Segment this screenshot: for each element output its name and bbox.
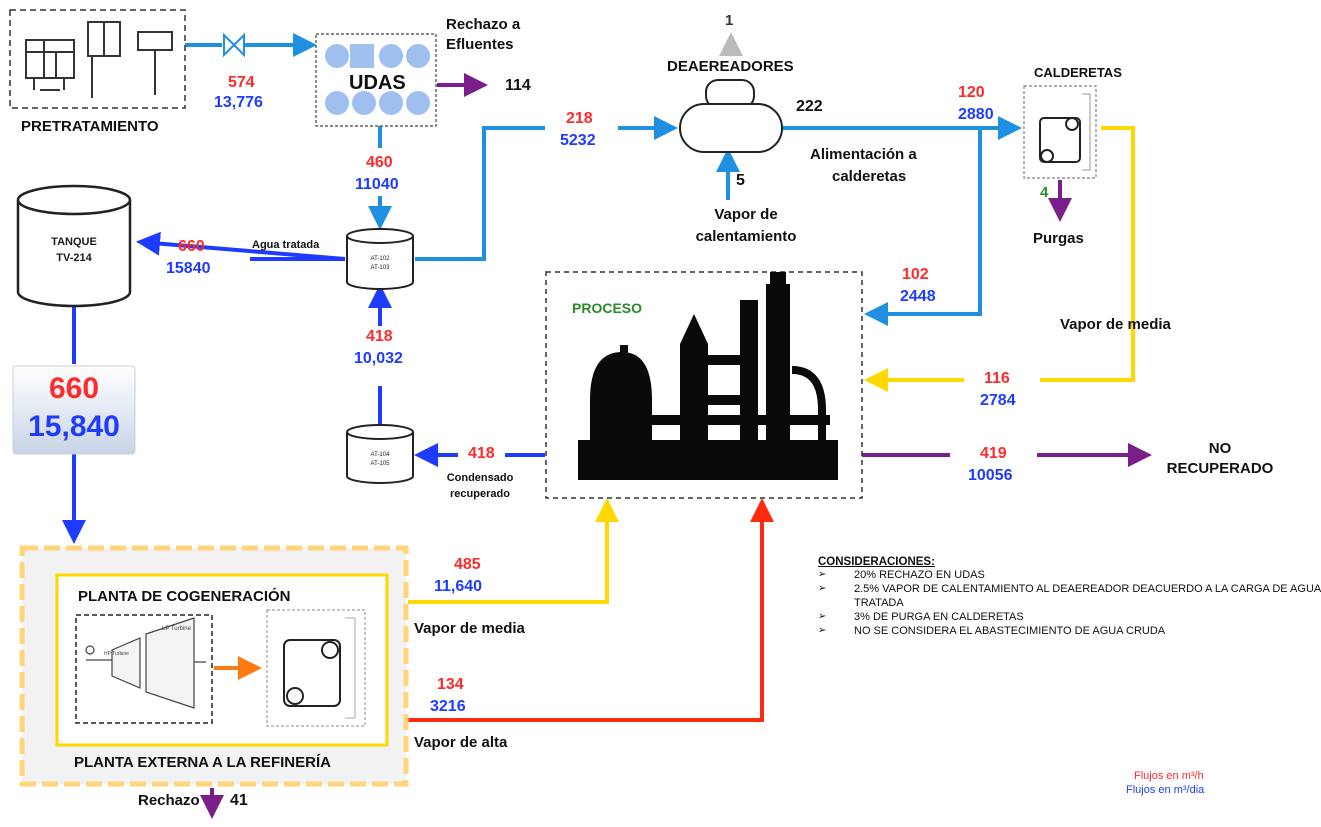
flow-vent: 1 bbox=[725, 12, 734, 29]
tank-at102-label: AT-102 bbox=[370, 256, 390, 262]
legend-hour: Flujos en m³/h bbox=[1134, 770, 1204, 782]
line-to-deaerador bbox=[415, 128, 674, 261]
flow-rechazo-cog: 41 bbox=[230, 792, 248, 809]
planta-externa-label: PLANTA EXTERNA A LA REFINERÍA bbox=[74, 754, 331, 771]
tanque-label-1: TANQUE bbox=[51, 236, 97, 248]
flow-to-calderetas-h: 120 bbox=[958, 84, 985, 101]
line-to-proceso bbox=[864, 128, 982, 326]
consideracion-item: NO SE CONSIDERA EL ABASTECIMIENTO DE AGU… bbox=[818, 624, 1321, 638]
udas-label: UDAS bbox=[349, 72, 406, 94]
refinery-icon bbox=[578, 272, 838, 480]
flow-condensado-h: 418 bbox=[468, 445, 495, 462]
condensado-label-2: recuperado bbox=[450, 488, 510, 500]
flow-to-deaerador-d: 5232 bbox=[560, 132, 596, 149]
flow-tank-out-h: 660 bbox=[48, 372, 100, 405]
line-cog-alta bbox=[408, 498, 774, 722]
no-recuperado-label-2: RECUPERADO bbox=[1166, 460, 1274, 477]
flow-purgas: 4 bbox=[1040, 184, 1049, 201]
line-vapor-media-return bbox=[868, 126, 1135, 380]
flow-tank-out-d: 15,840 bbox=[28, 410, 120, 443]
tank-at102-icon bbox=[346, 228, 414, 290]
vapor-media-top-label: Vapor de media bbox=[1060, 316, 1171, 333]
flow-cog-alta-d: 3216 bbox=[430, 698, 466, 715]
flow-udas-down-h: 460 bbox=[366, 154, 393, 171]
planta-cogeneracion-label: PLANTA DE COGENERACIÓN bbox=[78, 588, 291, 605]
tanque-icon bbox=[16, 184, 132, 308]
turbine-lp-label: LP Turbine bbox=[162, 626, 191, 632]
tank-at104-icon bbox=[346, 424, 414, 484]
flow-to-proceso-h: 102 bbox=[902, 266, 929, 283]
consideracion-item: 2.5% VAPOR DE CALENTAMIENTO AL DEAEREADO… bbox=[818, 582, 1321, 610]
proceso-label: PROCESO bbox=[572, 300, 643, 316]
flow-rechazo-efluentes: 114 bbox=[505, 77, 531, 94]
flow-cog-media-d: 11,640 bbox=[434, 578, 483, 595]
flow-to-tanque-d: 15840 bbox=[166, 260, 211, 277]
turbine-icon bbox=[85, 617, 206, 709]
calderetas-label: CALDERETAS bbox=[1034, 65, 1122, 80]
flow-udas-down-d: 11040 bbox=[355, 176, 399, 193]
pretratamiento-label: PRETRATAMIENTO bbox=[21, 118, 159, 135]
flow-vapor-calent: 5 bbox=[736, 172, 745, 189]
flow-cog-media-h: 485 bbox=[454, 556, 481, 573]
pretratamiento-box bbox=[9, 9, 186, 109]
vapor-media-bottom-label: Vapor de media bbox=[414, 620, 525, 637]
rechazo-efluentes-label-2: Efluentes bbox=[446, 36, 514, 53]
consideraciones-title: CONSIDERACIONES: bbox=[818, 556, 935, 568]
consideracion-item: 20% RECHAZO EN UDAS bbox=[818, 568, 1321, 582]
flow-cog-alta-h: 134 bbox=[437, 676, 464, 693]
tank-at104-label: AT-104 bbox=[370, 452, 390, 458]
consideracion-item: 3% DE PURGA EN CALDERETAS bbox=[818, 610, 1321, 624]
vapor-alta-label: Vapor de alta bbox=[414, 734, 508, 751]
flow-cond-up-d: 10,032 bbox=[354, 350, 403, 367]
consideraciones-panel: CONSIDERACIONES: 20% RECHAZO EN UDAS 2.5… bbox=[818, 556, 1321, 638]
alimentacion-label-2: calderetas bbox=[832, 168, 907, 185]
vapor-calent-label-1: Vapor de bbox=[714, 206, 778, 223]
flow-to-deaerador-h: 218 bbox=[566, 110, 593, 127]
flow-to-proceso-d: 2448 bbox=[900, 288, 936, 305]
flow-no-rec-h: 419 bbox=[980, 445, 1007, 462]
rechazo-label: Rechazo bbox=[138, 792, 200, 809]
flow-to-tanque-h: 660 bbox=[178, 238, 205, 255]
legend-day: Flujos en m³/dia bbox=[1126, 784, 1205, 796]
tanque-label-2: TV-214 bbox=[56, 252, 92, 264]
tank-at103-label: AT-103 bbox=[370, 265, 390, 271]
no-recuperado-label-1: NO bbox=[1208, 440, 1232, 457]
tank-out-box bbox=[12, 365, 136, 455]
pretratamiento-icon bbox=[25, 21, 173, 98]
agua-tratada-label: Agua tratada bbox=[252, 239, 320, 251]
turbine-hp-label: HP Turbine bbox=[104, 651, 129, 657]
rechazo-efluentes-label-1: Rechazo a bbox=[446, 16, 521, 33]
udas-icon bbox=[325, 44, 430, 115]
flow-deaerador-out: 222 bbox=[796, 98, 823, 115]
flow-to-calderetas-d: 2880 bbox=[958, 106, 994, 123]
flow-pre-udas-d: 13,776 bbox=[214, 94, 263, 111]
flow-no-rec-d: 10056 bbox=[968, 467, 1013, 484]
line-to-tanque bbox=[136, 231, 346, 261]
flow-cond-up-h: 418 bbox=[366, 328, 393, 345]
condensado-label-1: Condensado bbox=[446, 472, 514, 484]
deaerador-icon bbox=[679, 79, 783, 153]
deaerador-label: DEAEREADORES bbox=[667, 58, 794, 75]
alimentacion-label-1: Alimentación a bbox=[810, 146, 917, 163]
tank-at105-label: AT-105 bbox=[370, 461, 390, 467]
flow-media-ret-d: 2784 bbox=[980, 392, 1016, 409]
calderetas-icon bbox=[1023, 85, 1097, 179]
vapor-calent-label-2: calentamiento bbox=[695, 228, 797, 245]
line-cog-media bbox=[408, 498, 619, 604]
cog-boiler-icon bbox=[266, 609, 366, 727]
purgas-label: Purgas bbox=[1033, 230, 1084, 247]
valve-icon bbox=[223, 32, 245, 58]
flow-pre-udas-h: 574 bbox=[228, 74, 255, 91]
flow-media-ret-h: 116 bbox=[984, 370, 1010, 387]
